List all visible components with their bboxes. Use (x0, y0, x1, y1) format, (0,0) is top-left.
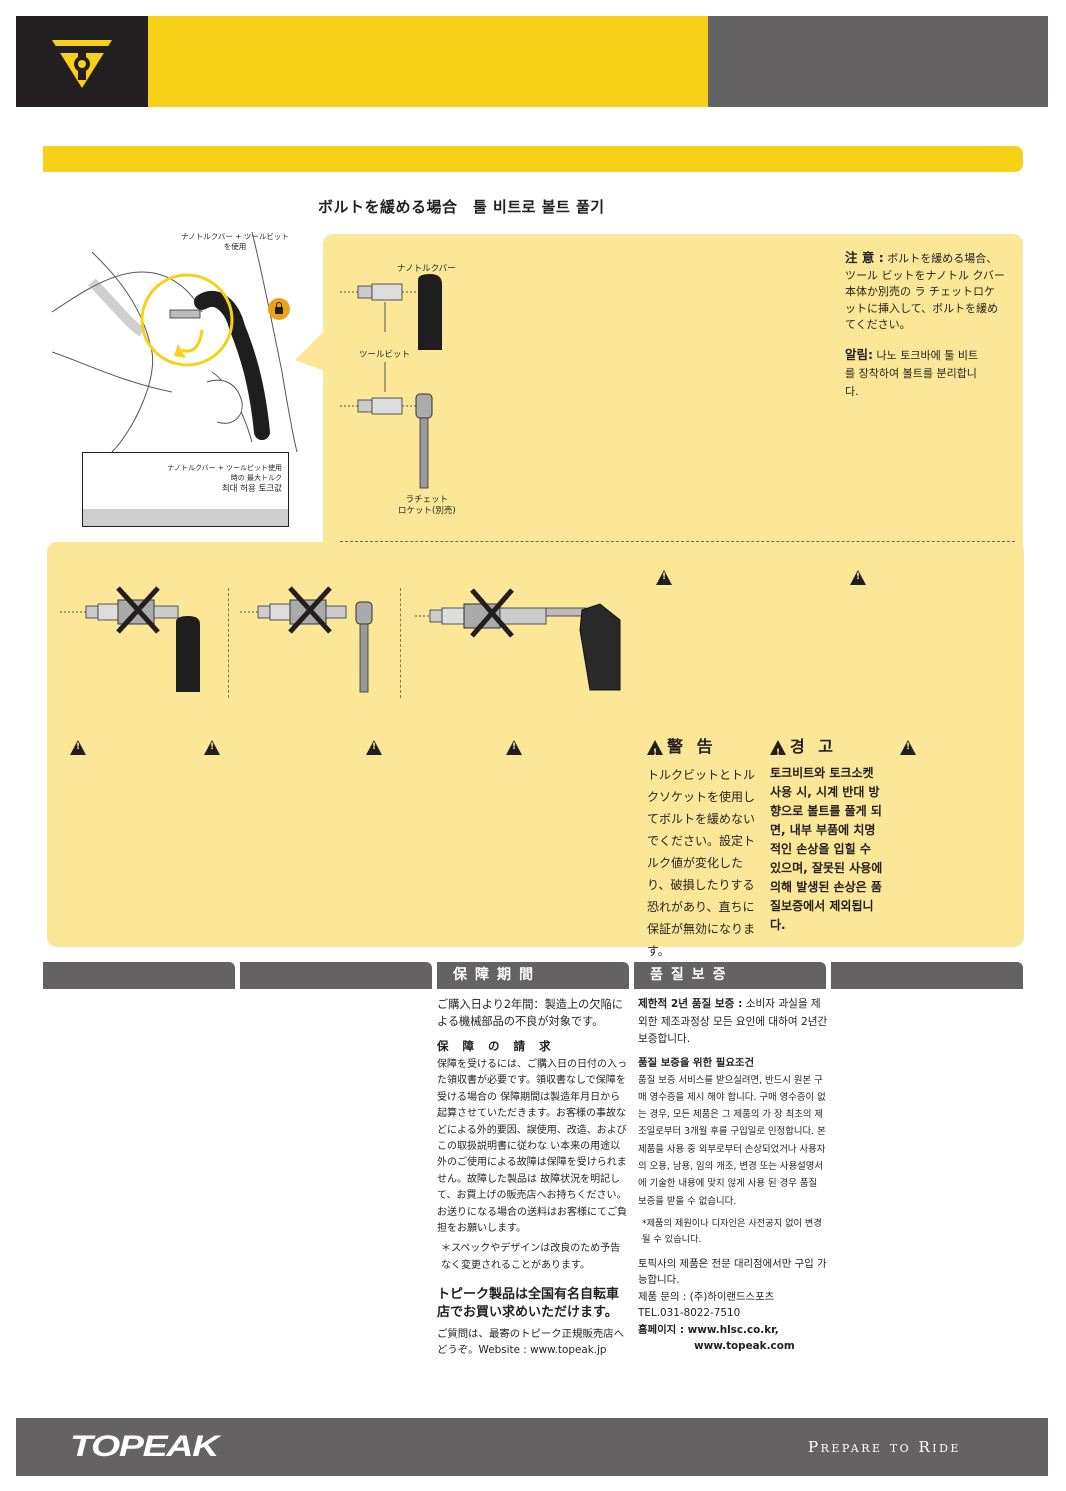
warning-icon (850, 570, 866, 589)
warranty-jp-shop-heading: トピーク製品は全国有名自転車店でお買い求めいただけます。 (437, 1287, 620, 1321)
torque-label-jp: ナノトルクバー + ツールビット使用時の 最大トルク (167, 464, 282, 482)
warning-kr: 경 고 토크비트와 토크소켓 사용 시, 시계 반대 방향으로 볼트를 풀게 되… (770, 736, 885, 935)
warranty-kr-req-heading: 품질 보증을 위한 필요조건 (638, 1056, 755, 1069)
warning-kr-text: 토크비트와 토크소켓 사용 시, 시계 반대 방향으로 볼트를 풀게 되면, 내… (770, 766, 883, 932)
warning-icon (366, 740, 382, 759)
warning-kr-title: 경 고 (790, 737, 838, 756)
torque-value-bar (83, 509, 288, 526)
topeak-logo-icon (52, 40, 112, 88)
warning-icon (656, 570, 672, 589)
warning-jp-title: 警 告 (667, 737, 717, 756)
caution-text-kr: 나노 토크바에 툴 비트를 장착하여 볼트를 분리합니다. (845, 349, 979, 398)
warning-icon (770, 739, 786, 764)
footer-slogan: Prepare to Ride (808, 1438, 961, 1456)
hand-tool-illustration: ナノトルクバー + ツールビットを使用 (51, 231, 300, 453)
tool-bit-diagram (340, 274, 442, 489)
warning-jp-text: トルクビットとトルクソケットを使用してボルトを緩めないでください。設定トルク値が… (647, 768, 756, 958)
warranty-kr-req-text: 품질 보증 서비스를 받으실려면, 반드시 원본 구매 영수증을 제시 해야 합… (638, 1074, 826, 1207)
separator (228, 588, 229, 698)
warranty-kr-inquiry: 제품 문의 : (주)하이랜드스포츠 (638, 1290, 775, 1303)
warning-jp: 警 告 トルクビットとトルクソケットを使用してボルトを緩めないでください。設定ト… (647, 736, 757, 962)
warning-icon (70, 740, 86, 759)
max-torque-box: ナノトルクバー + ツールビット使用時の 最大トルク 최대 허용 토크값 (82, 452, 289, 527)
tab-blank-2 (240, 962, 432, 989)
warranty-kr-dealer: 토픽사의 제품은 전문 대리점에서만 구입 가능합니다. (638, 1257, 827, 1287)
ratchet-label-line1: ラチェット (405, 495, 449, 505)
warranty-jp-contact: ご質問は、最寄のトピーク正規販売店へどうぞ。Website : www.tope… (437, 1328, 625, 1357)
footer-bar (16, 1418, 1048, 1476)
caution-label-kr: 알림: (845, 347, 873, 362)
header-yellow-band (148, 16, 708, 107)
warning-icon (900, 740, 916, 759)
title-bar (43, 146, 1023, 172)
warranty-kr-web: 홈페이지 : www.hlsc.co.kr, www.topeak.com (638, 1322, 828, 1355)
separator (400, 588, 401, 698)
warranty-kr-web2: www.topeak.com (694, 1340, 795, 1353)
warranty-kr-spec-note: *제품의 제원이나 디자인은 사전공지 없이 변경될 수 있습니다. (642, 1217, 822, 1245)
warranty-jp-section: ご購入日より2年間：製造上の欠陥による機械部品の不良が対象です。 保 障 の 請… (437, 996, 629, 1358)
warning-icon (506, 740, 522, 759)
warranty-jp-intro: ご購入日より2年間：製造上の欠陥による機械部品の不良が対象です。 (437, 998, 623, 1028)
caution-text-jp: ボルトを緩める場合、ツール ビットをナノトル クバー本体か別売の ラ チェットロ… (845, 252, 1005, 331)
ratchet-label: ラチェット ロケット(別売) (398, 495, 456, 517)
caution-note-kr: 알림: 나노 토크바에 툴 비트를 장착하여 볼트를 분리합니다. (845, 346, 985, 401)
warning-icon (204, 740, 220, 759)
tab-warranty-kr: 품질보증 (634, 962, 826, 989)
warranty-kr-intro: 제한적 2년 품질 보증 : 소비자 과실을 제외한 제조과정상 모든 요인에 … (638, 996, 828, 1049)
tool-bit-label: ツールビット (359, 350, 411, 360)
callout-label: ナノトルクバー + ツールビットを使用 (181, 232, 289, 251)
warranty-kr-intro-text: 소비자 과실을 제외한 제조과정상 모든 요인에 대하여 2년간 보증합니다. (638, 998, 828, 1045)
warranty-jp-spec-note: ＊スペックやデザインは改良のため予告なく変更されることがあります。 (441, 1243, 621, 1271)
warning-icon (647, 739, 663, 764)
nano-bar-label: ナノトルクバー (397, 264, 456, 274)
prohibited-usage-diagrams (60, 586, 621, 693)
warranty-kr-section: 제한적 2년 품질 보증 : 소비자 과실을 제외한 제조과정상 모든 요인에 … (638, 996, 828, 1355)
tab-blank-3 (831, 962, 1023, 989)
header-gray-band (708, 16, 1048, 107)
footer-brand-logo: TOPEAK (70, 1430, 219, 1463)
header-logo-panel (16, 16, 148, 107)
torque-label-kr: 최대 허용 토크값 (221, 484, 282, 494)
warranty-kr-tel: TEL.031-8022-7510 (638, 1307, 741, 1320)
warranty-jp-claim-text: 保障を受けるには、ご購入日の日付の入った領収書が必要です。領収書なしで保障を受け… (437, 1059, 627, 1235)
warranty-kr-web-label: 홈페이지 : (638, 1323, 685, 1336)
callout-pointer (295, 328, 327, 372)
warranty-jp-claim-heading: 保 障 の 請 求 (437, 1039, 556, 1053)
caution-label-jp: 注 意 : (845, 250, 884, 265)
dashed-divider (340, 541, 1015, 542)
caution-note-jp: 注 意 : ボルトを緩める場合、ツール ビットをナノトル クバー本体か別売の ラ… (845, 250, 1005, 334)
lock-icon (268, 298, 290, 320)
hand-illustration-drawing (51, 231, 298, 453)
section-heading: ボルトを緩める場合 툴 비트로 볼트 풀기 (318, 198, 605, 216)
ratchet-label-line2: ロケット(別売) (398, 506, 456, 516)
tab-blank-1 (43, 962, 235, 989)
warranty-kr-intro-label: 제한적 2년 품질 보증 : (638, 998, 743, 1010)
warranty-kr-web1: www.hlsc.co.kr, (687, 1323, 779, 1336)
tab-warranty-jp: 保障期間 (437, 962, 629, 989)
